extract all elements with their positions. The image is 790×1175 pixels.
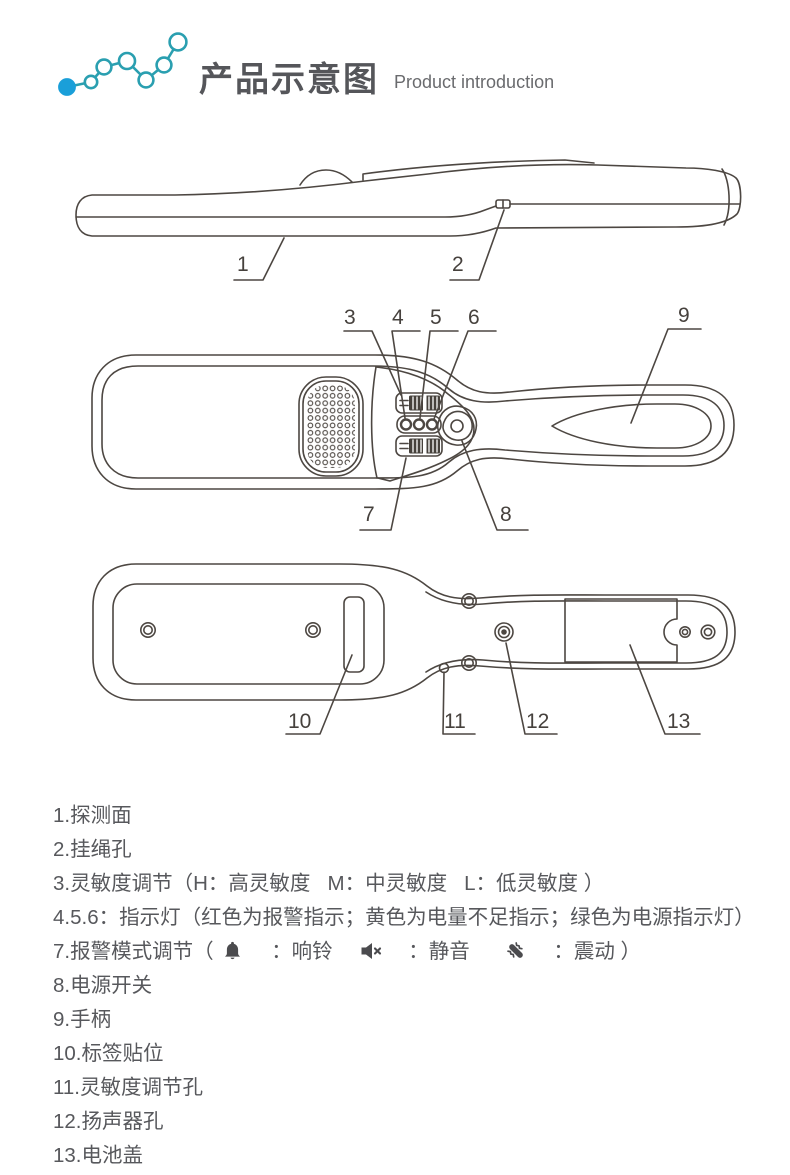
callout-4: 4	[392, 306, 404, 329]
callout-13: 13	[667, 710, 691, 733]
legend-item-7-mute-label: ：静音	[408, 940, 470, 963]
callout-8: 8	[500, 503, 512, 526]
legend-item-3: 3.灵敏度调节（H：高灵敏度 M：中灵敏度 L：低灵敏度 ）	[53, 872, 605, 895]
side-view-drawing	[60, 148, 750, 293]
legend-item-9: 9.手柄	[53, 1008, 112, 1031]
callout-10: 10	[288, 710, 312, 733]
callout-3: 3	[344, 306, 356, 329]
top-view-drawing	[85, 300, 740, 550]
legend-item-1: 1.探测面	[53, 804, 132, 827]
callout-5: 5	[430, 306, 442, 329]
vibrate-icon	[504, 871, 550, 1031]
legend-item-10: 10.标签贴位	[53, 1042, 164, 1065]
callout-9: 9	[678, 304, 690, 327]
legend-item-7: 7.报警模式调节（ ：响铃 ：静音	[53, 935, 773, 969]
legend-item-13: 13.电池盖	[53, 1144, 143, 1167]
legend-item-8: 8.电源开关	[53, 974, 153, 997]
page-title: 产品示意图	[199, 61, 379, 99]
legend-item-12: 12.扬声器孔	[53, 1110, 164, 1133]
legend: 1.探测面 2.挂绳孔 3.灵敏度调节（H：高灵敏度 M：中灵敏度 L：低灵敏度…	[53, 799, 773, 1173]
legend-item-7-prefix: 7.报警模式调节（	[53, 940, 214, 963]
speaker-mute-icon	[359, 873, 405, 1029]
callout-12: 12	[526, 710, 550, 733]
bottom-view-drawing	[85, 548, 740, 748]
legend-item-11: 11.灵敏度调节孔	[53, 1076, 203, 1099]
callout-11: 11	[444, 710, 466, 733]
logo-icon	[45, 28, 195, 106]
callout-7: 7	[363, 503, 375, 526]
legend-item-2: 2.挂绳孔	[53, 838, 132, 861]
legend-item-7-bell-label: ：响铃	[271, 940, 333, 963]
callout-2: 2	[452, 253, 464, 276]
callout-6: 6	[468, 306, 480, 329]
bell-icon	[222, 872, 268, 1031]
callout-1: 1	[237, 253, 249, 276]
legend-item-456: 4.5.6：指示灯（红色为报警指示；黄色为电量不足指示；绿色为电源指示灯）	[53, 906, 755, 929]
page-subtitle: Product introduction	[394, 72, 555, 92]
legend-item-7-vibrate-label: ：震动 ）	[553, 940, 642, 963]
